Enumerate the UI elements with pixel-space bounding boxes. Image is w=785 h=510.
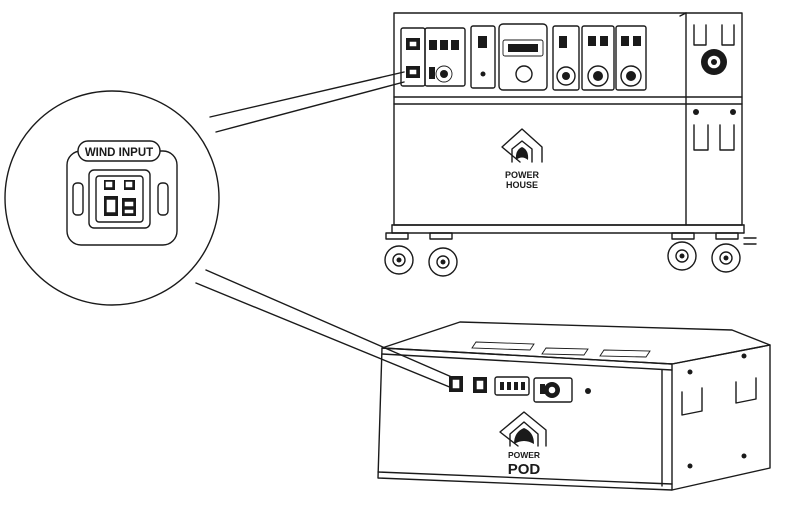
fan-vent-icon [701,49,727,75]
power-house-unit: POWER HOUSE [384,12,757,277]
house-logo-icon [501,128,543,163]
wind-input-callout: WIND INPUT [4,90,220,306]
power-house-brand-line1: POWER [505,170,540,180]
caster-wheel-icon [428,232,458,277]
caster-wheel-icon [384,232,414,275]
wind-input-connector-icon [88,169,151,229]
house-logo-icon [499,411,547,447]
callout-leader-lines-top [209,71,405,133]
callout-leader-lines-bottom [195,269,455,389]
caster-wheel-icon [711,232,741,273]
power-pod-brand-line2: POD [508,461,541,478]
power-pod-brand-line1: POWER [508,450,540,460]
caster-wheel-icon [667,232,697,271]
power-pod-unit: POWER POD [377,321,771,491]
wind-input-label: WIND INPUT [85,147,153,159]
power-house-control-panel [400,23,647,91]
power-pod-ports [449,376,591,403]
power-house-brand-line2: HOUSE [506,180,538,190]
power-house-side-handles [693,24,736,151]
